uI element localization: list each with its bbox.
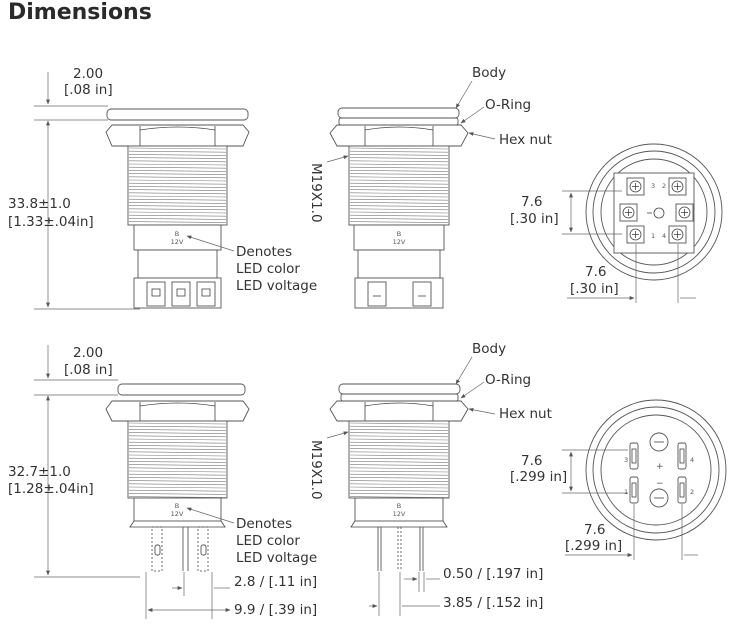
top-denotes-line-3: LED voltage [236,278,317,294]
top-pin-horizontal: 7.6 [585,264,606,280]
page-title: Dimensions [8,0,152,25]
bottom-terminal-number-2: 2 [690,488,694,496]
bottom-terminal-number-4: 4 [690,456,694,464]
bottom-denotes-line-2: LED color [236,533,300,549]
top-side-led-marking: B [397,230,401,238]
bottom-front-view [105,383,250,572]
bottom-pin-horizontal: 7.6 [584,522,605,538]
top-height-dimension-in: [1.33±.04in] [8,214,94,230]
svg-text:+: + [656,462,664,472]
bottom-pin-vertical: 7.6 [521,453,542,469]
bottom-terminal-number-3: 3 [624,456,628,464]
top-terminal-number-2: 2 [662,182,666,190]
top-terminal-number-1: 1 [651,232,655,240]
top-pin-vertical-in: [.30 in] [510,211,559,227]
bottom-thread-label: M19X1.0 [308,440,324,500]
bottom-side-led-marking: B [397,502,401,510]
bottom-terminal-span: 9.9 / [.39 in] [234,602,317,618]
bottom-body-callout: Body [472,341,506,357]
svg-text:−: − [656,479,664,489]
bottom-pin-horizontal-in: [.299 in] [565,538,622,554]
bottom-height-dimension-in: [1.28±.04in] [8,481,94,497]
bottom-denotes-line-1: Denotes [236,516,292,532]
bottom-led-voltage-marking: 12V [171,510,184,518]
top-oring-callout: O-Ring [485,97,531,113]
bottom-hexnut-callout: Hex nut [499,406,552,422]
top-cap-dimension: 2.00 [73,66,103,82]
top-body-callout: Body [472,65,506,81]
top-height-dimension: 33.8±1.0 [8,196,71,212]
top-bottom-view [585,143,723,281]
bottom-cap-dimension: 2.00 [73,345,103,361]
bottom-pin-vertical-in: [.299 in] [510,469,567,485]
bottom-terminal-offset: 3.85 / [.152 in] [443,595,543,611]
bottom-led-marking: B [175,502,179,510]
bottom-height-dimension: 32.7±1.0 [8,464,71,480]
top-pin-vertical: 7.6 [521,194,542,210]
bottom-cap-dimension-in: [.08 in] [64,362,113,378]
bottom-terminal-thickness: 0.50 / [.197 in] [443,566,543,582]
bottom-terminal-number-1: 1 [624,488,628,496]
top-denotes-line-2: LED color [236,261,300,277]
top-denotes-line-1: Denotes [236,244,292,260]
top-side-led-voltage-marking: 12V [393,238,406,246]
top-led-voltage-marking: 12V [171,238,184,246]
top-terminal-number-4: 4 [662,232,666,240]
top-cap-dimension-in: [.08 in] [64,82,113,98]
top-front-view [105,108,250,309]
top-thread-label: M19X1.0 [308,163,324,223]
bottom-terminal-width: 2.8 / [.11 in] [234,574,317,590]
top-pin-horizontal-in: [.30 in] [570,281,619,297]
top-led-marking: B [175,230,179,238]
top-terminal-number-3: 3 [651,182,655,190]
top-hexnut-callout: Hex nut [499,132,552,148]
top-side-view [329,107,469,309]
bottom-side-view [329,383,469,571]
bottom-bottom-view: + − [585,399,727,541]
bottom-denotes-line-3: LED voltage [236,550,317,566]
bottom-oring-callout: O-Ring [485,372,531,388]
bottom-side-led-voltage-marking: 12V [393,510,406,518]
